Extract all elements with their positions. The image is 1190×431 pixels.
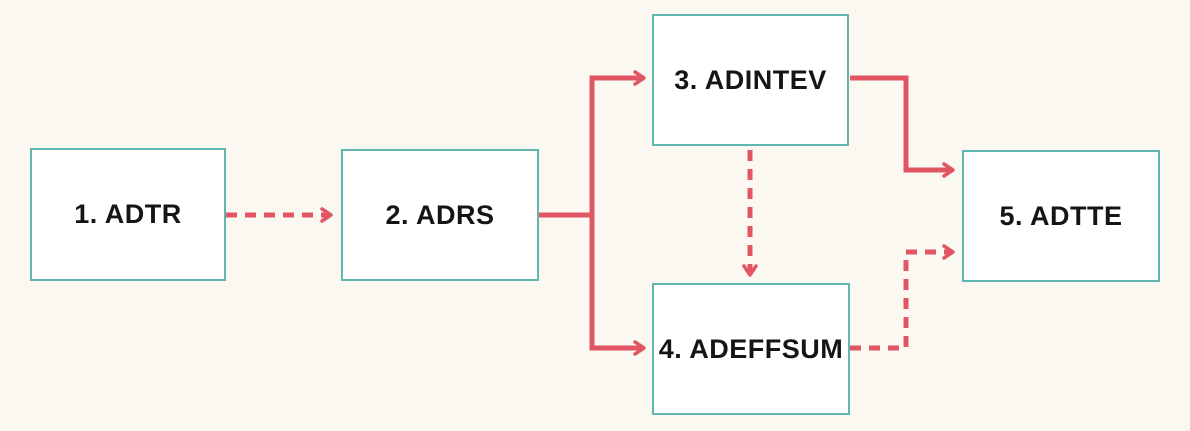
edge-adrs-to-adintev [589, 70, 646, 215]
node-adtr: 1. ADTR [30, 148, 226, 281]
edge-adintev-to-adtte [850, 75, 955, 178]
node-adrs-label: 2. ADRS [385, 199, 495, 230]
edge-adeffsum-to-adtte [850, 244, 955, 351]
node-adeffsum: 4. ADEFFSUM [652, 283, 850, 415]
node-adintev-label: 3. ADINTEV [674, 64, 827, 95]
edge-adrs-to-adeffsum [589, 215, 646, 356]
node-adeffsum-label: 4. ADEFFSUM [658, 333, 844, 364]
node-adtte-label: 5. ADTTE [999, 200, 1123, 231]
node-adrs: 2. ADRS [341, 149, 539, 281]
node-adtr-label: 1. ADTR [74, 199, 182, 229]
node-adintev: 3. ADINTEV [652, 14, 849, 146]
node-adtte: 5. ADTTE [962, 150, 1160, 282]
